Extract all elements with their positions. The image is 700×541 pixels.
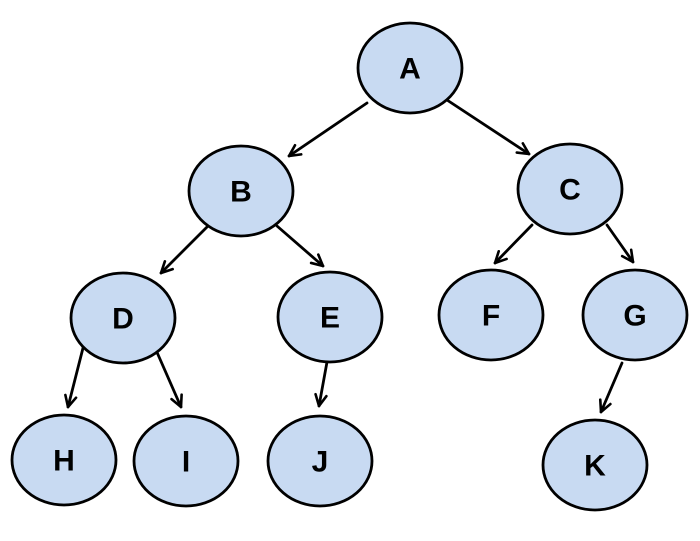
node-label: H <box>53 445 75 478</box>
node-E: E <box>276 270 384 364</box>
node-I: I <box>132 414 240 508</box>
node-ellipse <box>541 418 649 512</box>
node-ellipse <box>581 268 689 362</box>
node-ellipse <box>69 271 177 365</box>
node-ellipse <box>356 21 464 115</box>
node-ellipse <box>10 413 118 507</box>
node-ellipse <box>132 414 240 508</box>
edge-A-B <box>287 101 369 158</box>
node-G: G <box>581 268 689 362</box>
edge-D-I <box>154 348 183 409</box>
node-label: K <box>584 450 606 483</box>
edge-C-F <box>493 223 534 265</box>
node-ellipse <box>187 144 295 238</box>
edge-B-E <box>275 224 325 268</box>
node-label: C <box>559 174 581 207</box>
node-K: K <box>541 418 649 512</box>
node-A: A <box>356 21 464 115</box>
edge-G-K <box>598 361 624 414</box>
node-label: G <box>623 300 646 333</box>
node-F: F <box>437 268 545 362</box>
node-ellipse <box>276 270 384 364</box>
node-label: A <box>399 53 421 86</box>
node-label: E <box>320 302 340 335</box>
node-H: H <box>10 413 118 507</box>
node-J: J <box>266 414 374 508</box>
nodes-layer: A B C D E F G H I J K <box>10 21 689 512</box>
node-label: B <box>230 176 252 209</box>
edge-C-G <box>605 223 635 264</box>
edges-layer <box>64 98 635 414</box>
node-label: J <box>312 446 329 479</box>
edge-B-D <box>159 225 209 275</box>
node-ellipse <box>266 414 374 508</box>
node-D: D <box>69 271 177 365</box>
node-ellipse <box>437 268 545 362</box>
node-B: B <box>187 144 295 238</box>
node-label: I <box>182 446 190 479</box>
edge-D-H <box>64 346 85 409</box>
node-label: D <box>112 303 134 336</box>
edge-E-J <box>314 360 329 408</box>
node-ellipse <box>516 142 624 236</box>
node-C: C <box>516 142 624 236</box>
edge-A-C <box>445 98 531 156</box>
node-label: F <box>482 300 500 333</box>
